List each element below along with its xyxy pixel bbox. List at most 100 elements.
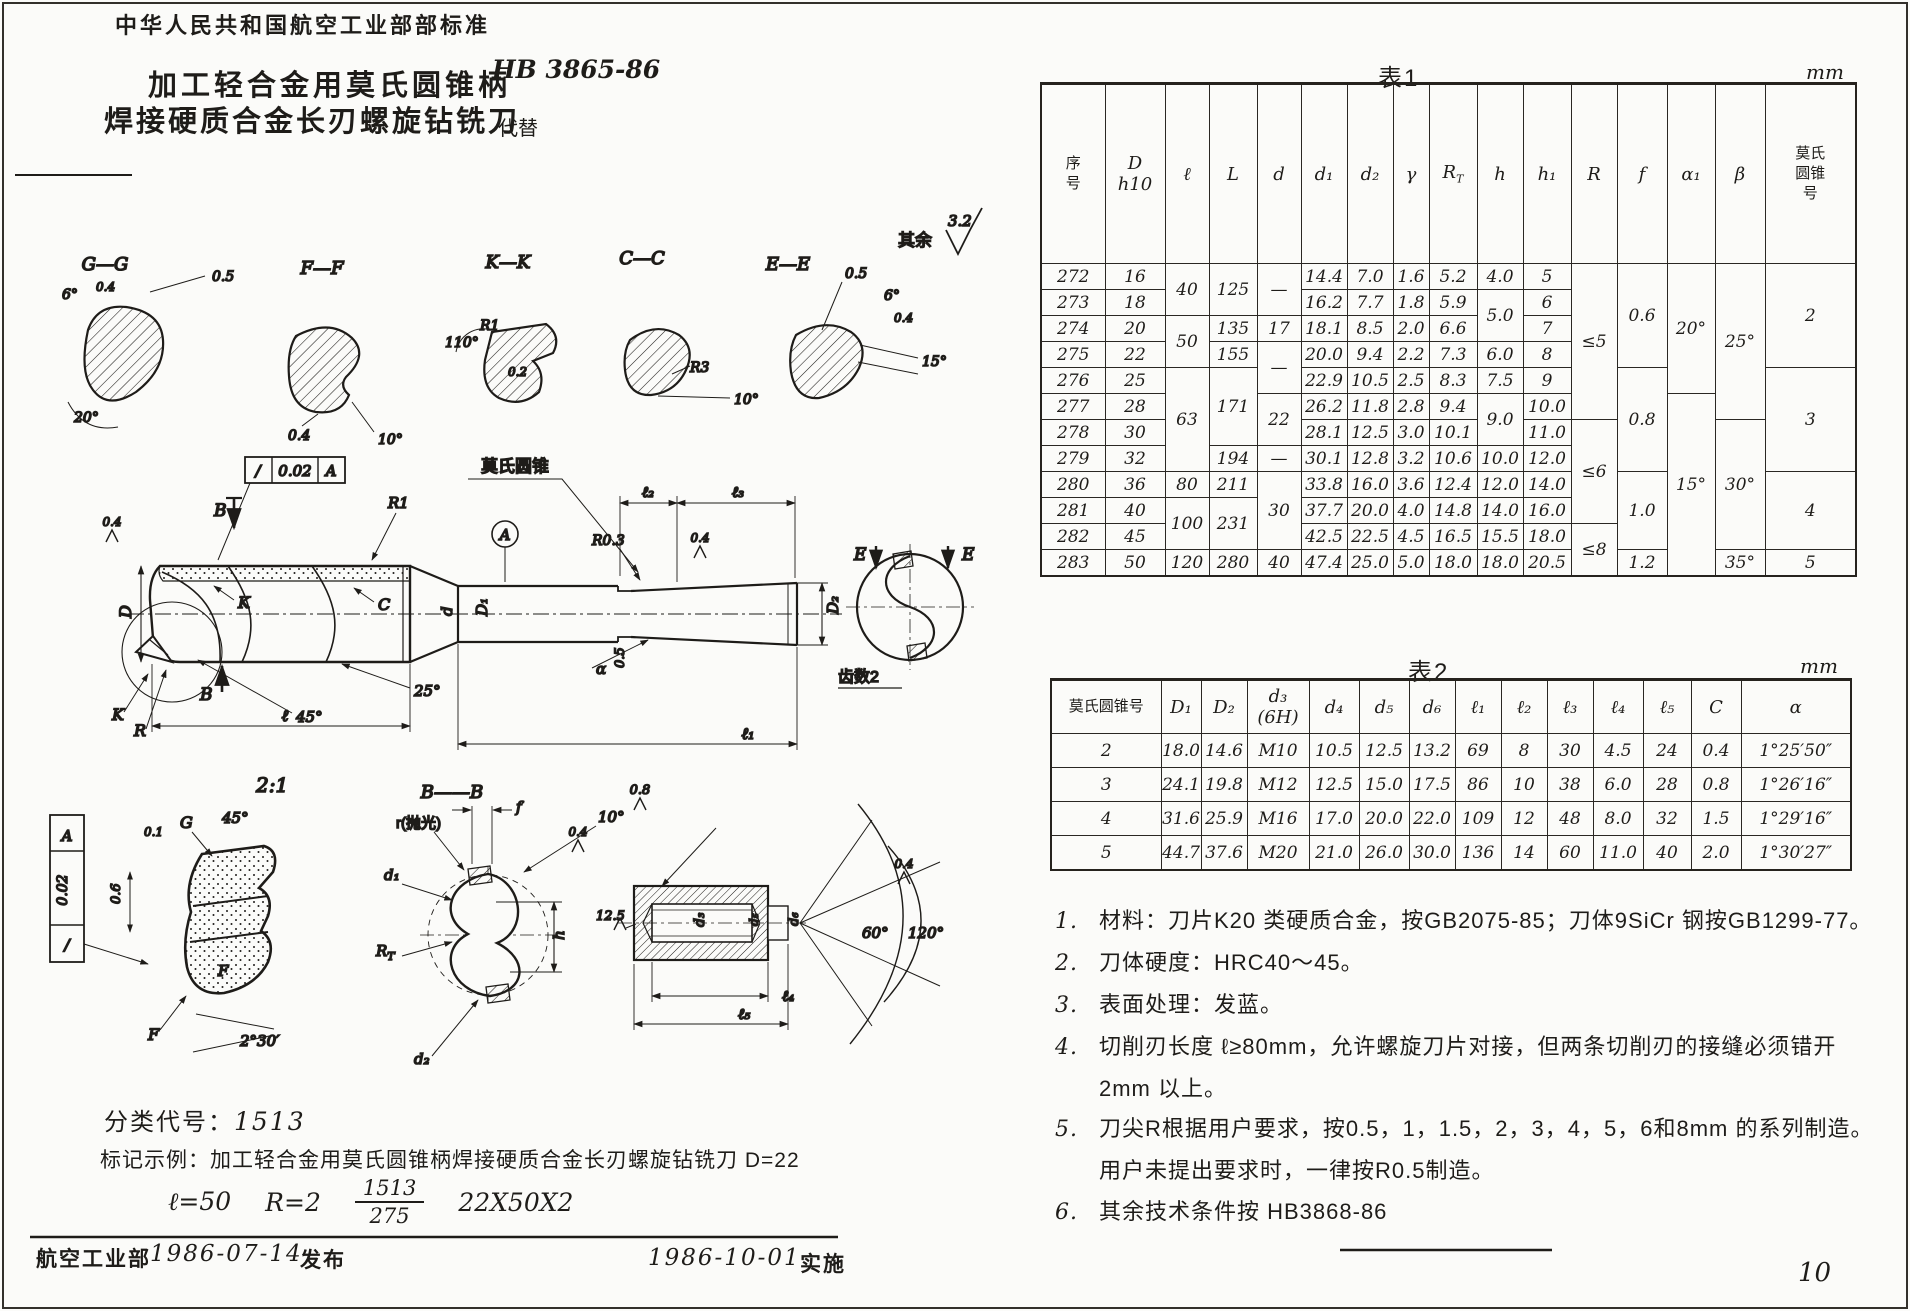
table-cell: 8.5 <box>1346 315 1394 342</box>
table-cell: 18.0 <box>1522 523 1572 550</box>
table-cell: 2.8 <box>1392 393 1430 420</box>
dim-C: C <box>378 595 390 614</box>
section-label: K—K <box>485 252 532 273</box>
col-alpha: α <box>1740 679 1852 734</box>
table-cell: 12.0 <box>1522 445 1572 472</box>
table1-row: 275 22 155 — 20.0 9.4 2.2 7.3 6.0 8 <box>1040 341 1856 394</box>
table-cell: ≤5 <box>1570 263 1618 420</box>
roughness-icon <box>945 207 983 257</box>
table-cell: 3.6 <box>1392 471 1430 498</box>
table-cell: 5.2 <box>1428 263 1478 290</box>
table-cell: 33.8 <box>1300 471 1348 498</box>
note-4-cont: 2mm 以上。 <box>1099 1071 1227 1103</box>
dim-R0-3: R0.3 <box>591 533 625 549</box>
note-text: 用户未提出要求时，一律按R0.5制造。 <box>1099 1158 1495 1183</box>
col-l: ℓ <box>1164 83 1210 264</box>
table-cell: 3 <box>1050 767 1162 802</box>
dim-D: D <box>116 605 135 619</box>
section-view-CC: C—C R3 10° <box>618 247 759 409</box>
note-text: 其余技术条件按 HB3868-86 <box>1099 1199 1388 1224</box>
table-cell: 8.3 <box>1428 367 1478 394</box>
note-5: 5.刀尖R根据用户要求，按0.5，1，1.5，2，3，4，5，6和8mm 的系列… <box>1055 1111 1873 1143</box>
table-cell: 3 <box>1764 367 1857 472</box>
detail-balloon-circle <box>121 601 223 703</box>
table1-header-row: 序 号 D h10 ℓ L d d₁ d₂ γ RT h h₁ R f α₁ β… <box>1040 83 1857 264</box>
section-view-EE: E—E 0.5 6° 0.4 15° <box>764 253 948 400</box>
dim-d1: d₁ <box>384 866 400 884</box>
table-cell: 275 <box>1040 341 1106 368</box>
table-cell: 8 <box>1500 733 1548 768</box>
note-text: 切削刃长度 ℓ≥80mm，允许螺旋刀片对接，但两条切削刃的接缝必须错开 <box>1099 1034 1837 1059</box>
surface-finish-note: 其余 3.2 <box>897 207 983 257</box>
table-cell: 22 <box>1104 341 1166 368</box>
table-cell: 30 <box>1104 419 1166 446</box>
table-cell: 45 <box>1104 523 1166 550</box>
table-cell: 1.2 <box>1616 549 1668 577</box>
table-cell: 12.5 <box>1358 733 1410 768</box>
table-cell: 1.5 <box>1690 801 1742 836</box>
dim-RT: RT <box>375 942 396 963</box>
table-cell: 4 <box>1764 471 1857 550</box>
dim-R3: R3 <box>689 360 710 376</box>
table-cell: 24 <box>1642 733 1692 768</box>
table-cell: 12.5 <box>1308 767 1360 802</box>
table-cell: 277 <box>1040 393 1106 420</box>
table-cell: 18.0 <box>1476 549 1524 577</box>
col-morse: 莫氏圆锥号 <box>1050 679 1162 734</box>
col-R: R <box>1570 83 1618 264</box>
table1-row: 272 16 40 125 — 14.4 7.0 1.6 5.2 4.0 5 ≤… <box>1040 263 1857 420</box>
section-view-GG: G—G 0.5 6° 0.4 20° <box>61 253 235 429</box>
table-cell: 2.0 <box>1690 835 1742 871</box>
table-cell: 26.0 <box>1358 835 1410 871</box>
datum-a-balloon: A <box>491 520 519 582</box>
table-cell: 5.0 <box>1392 549 1430 577</box>
table-cell: 155 <box>1208 341 1258 368</box>
table-cell: 28 <box>1642 767 1692 802</box>
table-cell: 0.4 <box>1690 733 1742 768</box>
dim-15deg: 15° <box>922 354 947 370</box>
table-cell: 8 <box>1522 341 1572 368</box>
table-cell: 21.0 <box>1308 835 1360 871</box>
document-title-line2: 焊接硬质合金长刃螺旋钻铣刀 <box>104 106 521 138</box>
table-cell: 13.2 <box>1408 733 1456 768</box>
section-label: F—F <box>300 258 345 279</box>
marking-example-line1: 标记示例：加工轻合金用莫氏圆锥柄焊接硬质合金长刃螺旋钻铣刀 D=22 <box>100 1144 800 1174</box>
table-cell: 17 <box>1256 315 1302 342</box>
table-cell: 12.5 <box>1346 419 1394 446</box>
dim-0-2: 0.2 <box>508 365 527 379</box>
dim-0-4: 0.4 <box>894 857 913 871</box>
table-cell: 50 <box>1164 315 1210 368</box>
table-cell: M10 <box>1246 733 1310 768</box>
table-cell: 10 <box>1500 767 1548 802</box>
table-cell: 18 <box>1104 289 1166 316</box>
table-cell: 17.0 <box>1308 801 1360 836</box>
table-cell: 281 <box>1040 497 1106 524</box>
table-cell: 6.6 <box>1428 315 1478 342</box>
table-cell: 15.0 <box>1358 767 1410 802</box>
note-2: 2.刀体硬度：HRC40～45。 <box>1055 945 1364 977</box>
table-cell: 282 <box>1040 523 1106 550</box>
dim-alpha: α <box>596 660 606 678</box>
table-cell: 22 <box>1256 393 1302 446</box>
table-cell: 20.0 <box>1346 497 1394 524</box>
table-cell: 11.8 <box>1346 393 1394 420</box>
morse-taper-label: 莫氏圆锥 <box>481 457 549 476</box>
table-cell: 10.5 <box>1346 367 1394 394</box>
table-cell: 274 <box>1040 315 1106 342</box>
table-cell: 30 <box>1546 733 1594 768</box>
table-cell: 2 <box>1050 733 1162 768</box>
note-3: 3.表面处理：发蓝。 <box>1055 987 1283 1019</box>
table-cell: 3.2 <box>1392 445 1430 472</box>
document-title-line1: 加工轻合金用莫氏圆锥柄 <box>148 70 512 102</box>
table-cell: 109 <box>1454 801 1502 836</box>
table-cell: 18.1 <box>1300 315 1348 342</box>
table-cell: 20.0 <box>1358 801 1410 836</box>
dim-10deg: 10° <box>734 392 759 408</box>
table-cell: 171 <box>1208 367 1258 446</box>
table1-row: 273 18 16.2 7.7 1.8 5.9 5.0 6 <box>1040 289 1856 342</box>
table-cell: 1°25′50″ <box>1740 733 1852 768</box>
page-number: 10 <box>1798 1258 1832 1288</box>
detail-scale: 2:1 <box>255 773 288 797</box>
